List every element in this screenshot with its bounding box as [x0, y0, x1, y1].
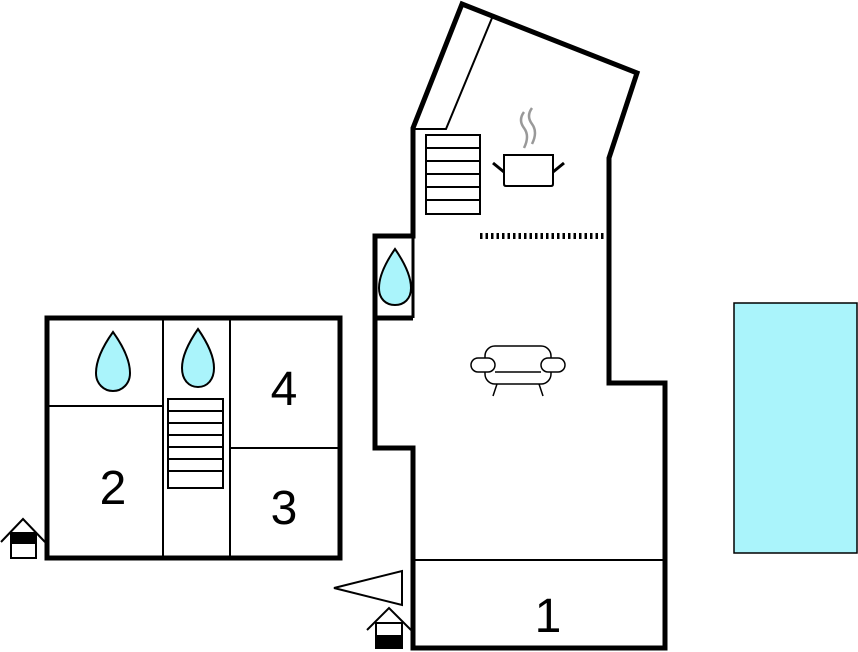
entrance-house-icon [0, 517, 46, 559]
stairs-icon [425, 134, 481, 215]
room-4-label: 4 [271, 363, 298, 416]
sofa-icon [470, 345, 566, 397]
room-2-label: 2 [100, 462, 127, 515]
annex-walls [44, 315, 343, 561]
room-1-label: 1 [535, 590, 562, 643]
annex-building: 4 2 3 [44, 315, 343, 561]
inner-slanted-wall [414, 17, 493, 130]
main-building: 1 [372, 0, 668, 651]
entrance-house-icon [366, 606, 412, 649]
stairs-icon [167, 398, 224, 489]
bathroom-drop-icon [180, 327, 216, 389]
kitchen-pot-icon [492, 107, 565, 187]
room-3-label: 3 [271, 482, 298, 535]
bathroom-drop-icon [377, 247, 413, 307]
bathroom-drop-icon [94, 330, 132, 393]
pool [733, 302, 858, 554]
direction-triangle-icon [333, 569, 403, 607]
main-building-walls [372, 0, 668, 651]
